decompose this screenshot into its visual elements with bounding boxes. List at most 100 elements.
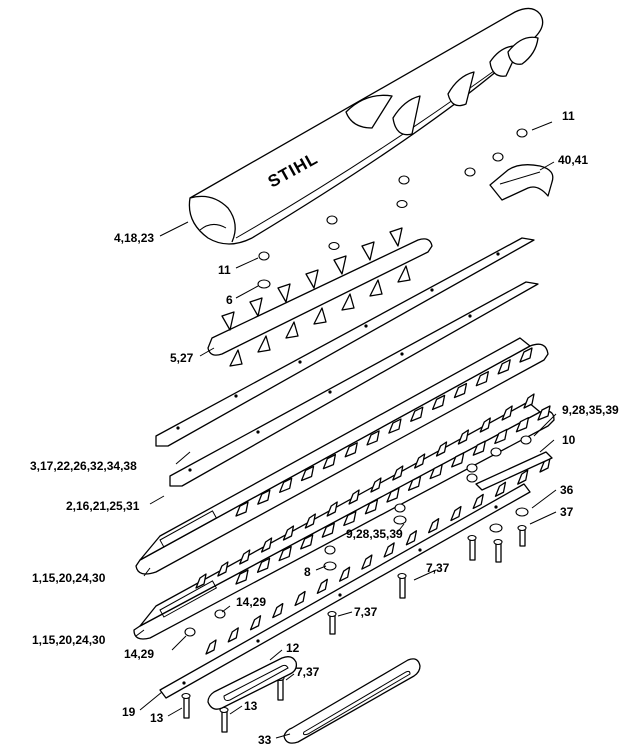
- blade-tooth: [517, 469, 529, 485]
- blade-tooth: [453, 382, 468, 399]
- blade-tooth: [361, 554, 373, 570]
- blade-tooth: [501, 405, 513, 421]
- callout-3-17: 3,17,22,26,32,34,38: [30, 459, 137, 473]
- blade-tooth: [494, 481, 507, 497]
- blade-tooth: [338, 566, 351, 582]
- callout-14-29-b: 14,29: [124, 647, 154, 661]
- blade-tooth: [195, 573, 207, 589]
- blade-tooth: [472, 493, 484, 510]
- blade-tooth: [405, 530, 418, 546]
- callout-9-28-b: 9,28,35,39: [346, 527, 403, 541]
- blade-tooth: [451, 452, 465, 468]
- blade-tooth: [428, 518, 440, 534]
- blade-teeth: [195, 347, 551, 655]
- blade-tooth: [457, 429, 470, 445]
- blade-tooth: [364, 499, 379, 515]
- callout-14-29-a: 14,29: [236, 595, 266, 609]
- blade-tooth: [386, 487, 400, 503]
- blade-tooth: [523, 393, 535, 409]
- blade-tooth: [537, 405, 551, 421]
- guide-strip-lower: [169, 281, 539, 487]
- blade-holder: [207, 227, 433, 367]
- blade-tooth: [282, 525, 295, 541]
- blade-tooth: [472, 440, 486, 456]
- callout-4-18-23: 4,18,23: [114, 231, 154, 245]
- blade-tooth: [321, 522, 335, 538]
- callout-8: 8: [304, 565, 311, 579]
- blade-tooth: [344, 442, 358, 458]
- slotted-plate-12: [207, 656, 298, 710]
- callout-12: 12: [286, 641, 300, 655]
- callout-7-37-c: 7,37: [296, 665, 320, 679]
- blade-tooth: [392, 465, 404, 481]
- slotted-plate-33: [283, 658, 421, 744]
- blade-tooth: [235, 501, 249, 517]
- top-hardware: [257, 128, 528, 289]
- callout-1-15-b: 1,15,20,24,30: [32, 633, 106, 647]
- blade-tooth: [431, 394, 446, 411]
- blade-tooth: [235, 569, 249, 585]
- callout-7-37-a: 7,37: [426, 561, 450, 575]
- blade-tooth: [479, 417, 491, 433]
- blade-tooth: [257, 489, 271, 505]
- blade-tooth: [294, 590, 306, 607]
- callout-7-37-b: 7,37: [354, 605, 378, 619]
- blade-tooth: [348, 489, 360, 505]
- blade-tooth: [366, 430, 380, 446]
- blade-tooth: [239, 549, 251, 565]
- blade-tooth: [300, 534, 314, 550]
- callout-9-28-a: 9,28,35,39: [562, 403, 619, 417]
- blade-tooth: [217, 561, 229, 577]
- blade-tooth: [388, 418, 402, 434]
- bottom-strip-19: [159, 483, 531, 699]
- blade-tooth: [205, 639, 217, 655]
- blade-tooth: [343, 510, 357, 527]
- leader-lines: [135, 121, 557, 739]
- callout-11-top: 11: [562, 109, 575, 123]
- callout-37: 37: [560, 505, 574, 519]
- callout-2-16: 2,16,21,25,31: [66, 499, 140, 513]
- bolts: [181, 524, 527, 733]
- blade-tooth: [322, 453, 337, 470]
- spacer-plate-10: [475, 451, 553, 491]
- callout-10: 10: [562, 433, 576, 447]
- blade-tooth: [435, 441, 448, 457]
- callout-5-27: 5,27: [170, 351, 194, 365]
- blade-tooth: [515, 417, 530, 433]
- blade-tooth: [300, 465, 315, 482]
- callout-13-b: 13: [244, 699, 258, 713]
- callout-33: 33: [258, 733, 272, 747]
- blade-tooth: [475, 371, 489, 387]
- callout-40-41: 40,41: [558, 153, 588, 167]
- blade-tooth: [450, 505, 462, 522]
- lower-hardware: [184, 435, 532, 637]
- callout-6: 6: [226, 293, 233, 307]
- guide-strip-upper: [155, 237, 535, 447]
- blade-tooth: [407, 475, 422, 491]
- blade-tooth: [316, 578, 328, 594]
- blade-tooth: [326, 501, 338, 517]
- blade-tooth: [256, 557, 271, 573]
- blade-guard: STIHL: [188, 7, 544, 245]
- cutter-blade-upper: [135, 337, 549, 575]
- callout-36: 36: [560, 483, 574, 497]
- blade-tooth: [519, 347, 533, 363]
- blade-tooth: [278, 545, 292, 562]
- callout-labels: 11 40,41 4,18,23 11 6 5,27 3,17,22,26,32…: [30, 109, 619, 747]
- blade-tooth: [494, 428, 508, 445]
- blade-tooth: [260, 537, 273, 553]
- blade-tooth: [279, 477, 293, 493]
- blade-tooth: [304, 513, 316, 529]
- blade-tooth: [370, 477, 382, 493]
- blade-tooth: [497, 359, 511, 375]
- blade-tooth: [414, 453, 426, 469]
- blade-tooth: [249, 615, 262, 631]
- blade-tooth: [227, 627, 239, 643]
- blade-tooth: [410, 406, 424, 422]
- bracket-part: [489, 164, 554, 201]
- callout-19: 19: [122, 705, 136, 719]
- callout-13-a: 13: [150, 711, 164, 725]
- blade-tooth: [272, 602, 284, 619]
- callout-11: 11: [218, 263, 231, 277]
